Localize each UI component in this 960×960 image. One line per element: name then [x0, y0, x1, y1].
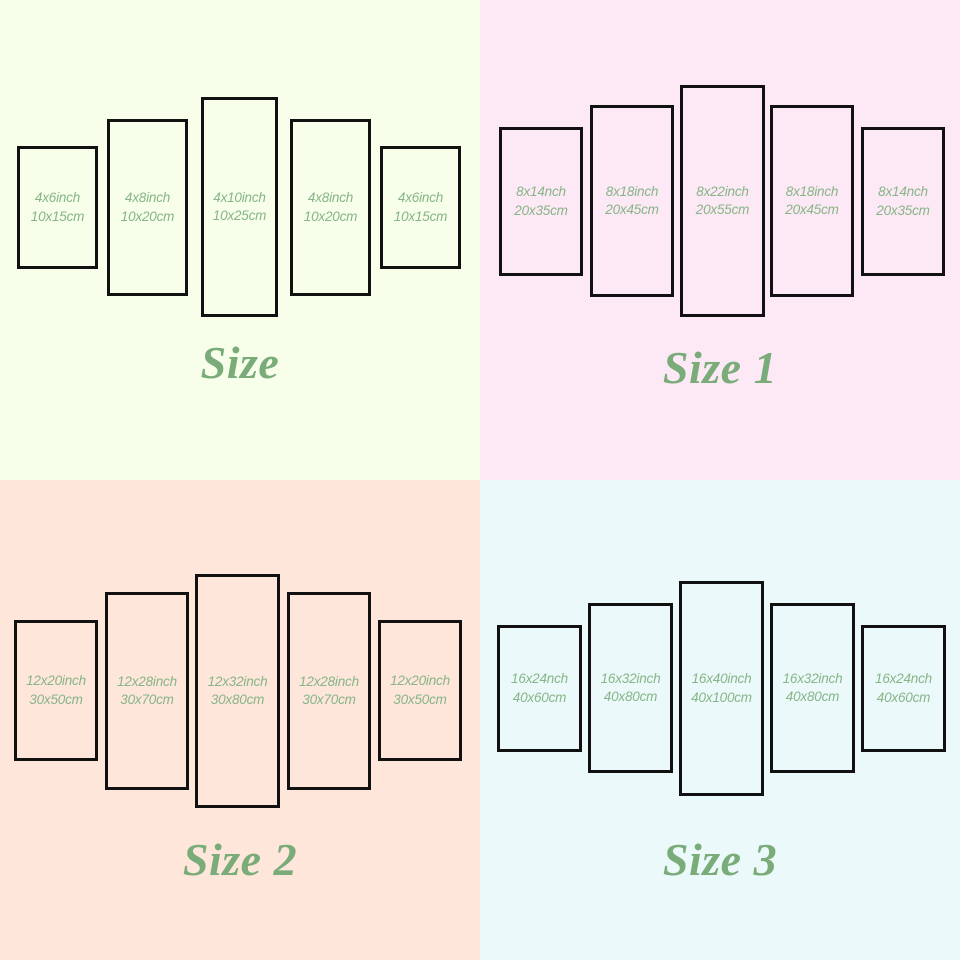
panel-size-label: 4x8inch 10x20cm — [303, 189, 358, 225]
panel-size-cm: 10x15cm — [393, 208, 448, 224]
panel-size-label: 12x20inch 30x50cm — [390, 672, 450, 708]
panel-size-cm: 30x70cm — [302, 692, 356, 707]
panel-size-inch: 8x18inch — [785, 183, 839, 199]
canvas-panel: 16x32inch 40x80cm — [588, 603, 673, 773]
panel-size-inch: 16x24nch — [875, 671, 932, 687]
canvas-panel: 4x8inch 10x20cm — [290, 119, 371, 296]
panel-size-cm: 30x80cm — [210, 692, 265, 707]
panel-group-size-2: 12x20inch 30x50cm 12x28inch 30x70cm 12x32inc… — [0, 480, 480, 960]
panel-size-label: 4x6inch 10x15cm — [30, 189, 85, 225]
panel-size-inch: 12x32inch — [207, 673, 268, 689]
panel-size-cm: 20x35cm — [876, 202, 930, 218]
panel-size-cm: 40x60cm — [876, 689, 931, 705]
panel-size-inch: 8x18inch — [605, 183, 659, 199]
panel-size-label: 16x40inch 40x100cm — [691, 670, 752, 706]
quadrant-size-2: 12x20inch 30x50cm 12x28inch 30x70cm 12x32inc… — [0, 480, 480, 960]
panel-size-inch: 16x32inch — [600, 670, 661, 686]
canvas-panel: 8x18inch 20x45cm — [590, 105, 674, 297]
panel-size-inch: 16x40inch — [691, 671, 752, 687]
panel-size-inch: 12x28inch — [299, 673, 359, 689]
canvas-panel: 8x22inch 20x55cm — [680, 85, 765, 317]
panel-size-cm: 40x80cm — [785, 689, 840, 704]
panel-size-cm: 40x80cm — [603, 689, 658, 704]
panel-size-cm: 20x55cm — [695, 202, 750, 217]
quadrant-size-1: 8x14nch 20x35cm 8x18inch 20x45cm 8x22inch 20x… — [480, 0, 960, 480]
panel-size-inch: 12x20inch — [26, 673, 86, 689]
panel-size-cm: 10x20cm — [120, 208, 175, 224]
panel-size-label: 8x22inch 20x55cm — [695, 183, 750, 219]
panel-size-inch: 16x32inch — [782, 670, 843, 686]
panel-group-size: 4x6inch 10x15cm 4x8inch 10x20cm 4x10inch 10x2… — [0, 0, 480, 480]
canvas-panel: 16x24nch 40x60cm — [861, 625, 946, 752]
panel-size-label: 8x14nch 20x35cm — [876, 183, 930, 219]
panel-size-inch: 4x8inch — [124, 190, 171, 206]
panel-size-cm: 10x15cm — [30, 208, 85, 224]
panel-group-size-1: 8x14nch 20x35cm 8x18inch 20x45cm 8x22inch 20x… — [480, 0, 960, 480]
quadrant-title-size: Size — [200, 337, 280, 388]
canvas-panel: 16x24nch 40x60cm — [497, 625, 582, 752]
panel-size-label: 4x10inch 10x25cm — [212, 189, 267, 225]
canvas-panel: 4x6inch 10x15cm — [380, 146, 461, 269]
panel-size-cm: 30x70cm — [120, 692, 174, 707]
canvas-panel: 12x20inch 30x50cm — [14, 620, 98, 761]
panel-size-cm: 20x35cm — [514, 202, 568, 218]
panel-size-label: 12x28inch 30x70cm — [299, 673, 359, 709]
panel-size-label: 8x14nch 20x35cm — [514, 183, 568, 219]
panel-size-inch: 8x22inch — [696, 183, 749, 199]
panel-size-cm: 20x45cm — [605, 202, 659, 217]
quadrant-size: 4x6inch 10x15cm 4x8inch 10x20cm 4x10inch 10x2… — [0, 0, 480, 480]
canvas-panel: 8x18inch 20x45cm — [770, 105, 854, 297]
panel-size-inch: 16x24nch — [511, 671, 568, 687]
panel-size-label: 16x32inch 40x80cm — [601, 670, 661, 706]
quadrant-size-3: 16x24nch 40x60cm 16x32inch 40x80cm 16x40inch… — [480, 480, 960, 960]
panel-size-inch: 4x6inch — [34, 190, 81, 206]
canvas-panel: 16x40inch 40x100cm — [679, 581, 764, 796]
panel-size-inch: 12x20inch — [390, 673, 450, 689]
quadrant-title-size-2: Size 2 — [182, 834, 298, 885]
canvas-panel: 4x10inch 10x25cm — [201, 97, 278, 317]
panel-size-cm: 10x20cm — [303, 208, 358, 224]
panel-size-inch: 4x6inch — [397, 190, 444, 206]
canvas-panel: 12x28inch 30x70cm — [287, 592, 371, 790]
panel-size-inch: 8x14nch — [516, 184, 566, 200]
panel-size-cm: 10x25cm — [212, 208, 267, 223]
panel-size-inch: 12x28inch — [117, 673, 177, 689]
canvas-panel: 12x28inch 30x70cm — [105, 592, 189, 790]
panel-size-label: 8x18inch 20x45cm — [605, 183, 659, 219]
canvas-panel: 8x14nch 20x35cm — [499, 127, 583, 276]
panel-size-cm: 30x50cm — [29, 691, 83, 707]
quadrant-title-size-3: Size 3 — [662, 834, 778, 885]
panel-size-label: 12x28inch 30x70cm — [117, 673, 177, 709]
canvas-panel: 8x14nch 20x35cm — [861, 127, 945, 276]
canvas-panel: 12x32inch 30x80cm — [195, 574, 280, 808]
canvas-panel: 4x6inch 10x15cm — [17, 146, 98, 269]
panel-size-label: 8x18inch 20x45cm — [785, 183, 839, 219]
panel-size-label: 16x32inch 40x80cm — [783, 670, 843, 706]
panel-size-label: 16x24nch 40x60cm — [875, 670, 932, 706]
panel-size-label: 12x20inch 30x50cm — [26, 672, 86, 708]
panel-size-label: 4x6inch 10x15cm — [393, 189, 448, 225]
canvas-panel: 4x8inch 10x20cm — [107, 119, 188, 296]
panel-size-inch: 4x8inch — [307, 190, 354, 206]
quadrant-title-size-1: Size 1 — [662, 342, 778, 393]
panel-size-cm: 40x100cm — [691, 689, 752, 705]
panel-size-cm: 20x45cm — [785, 202, 839, 217]
panel-group-size-3: 16x24nch 40x60cm 16x32inch 40x80cm 16x40inch… — [480, 480, 960, 960]
panel-size-label: 4x8inch 10x20cm — [120, 189, 175, 225]
panel-size-cm: 40x60cm — [512, 689, 567, 705]
canvas-panel: 16x32inch 40x80cm — [770, 603, 855, 773]
panel-size-cm: 30x50cm — [393, 691, 447, 707]
panel-size-label: 12x32inch 30x80cm — [208, 673, 268, 709]
panel-size-label: 16x24nch 40x60cm — [511, 670, 568, 706]
panel-size-inch: 4x10inch — [213, 189, 266, 205]
canvas-panel: 12x20inch 30x50cm — [378, 620, 462, 761]
panel-size-inch: 8x14nch — [878, 184, 928, 200]
